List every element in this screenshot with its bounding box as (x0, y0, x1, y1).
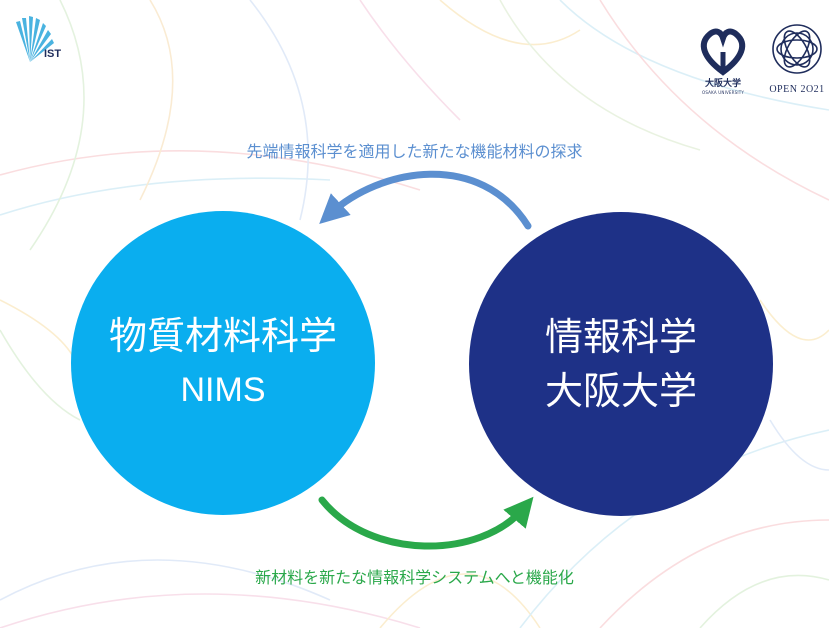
bottom-arrow (318, 496, 534, 550)
osaka-circle: 情報科学 大阪大学 (469, 212, 773, 516)
osaka-university-jp-text: 大阪大学 (704, 79, 741, 89)
top-caption: 先端情報科学を適用した新たな機能材料の探求 (246, 142, 583, 161)
open-2021-text: OPEN 2O21 (769, 84, 825, 95)
osaka-circle-subtitle: 大阪大学 (544, 369, 697, 413)
osaka-ginkgo-icon (700, 28, 746, 76)
nims-circle: 物質材料科学 NIMS (71, 211, 375, 515)
osaka-circle-title: 情報科学 (544, 315, 697, 359)
bottom-caption: 新材料を新たな情報科学システムへと機能化 (255, 568, 574, 587)
nims-circle-subtitle: NIMS (180, 371, 266, 409)
open-ring-icon (772, 24, 822, 74)
ist-logo-text: IST (44, 48, 62, 60)
osaka-university-en-text: OSAKA UNIVERSITY (701, 90, 744, 95)
top-arrow (319, 170, 532, 230)
ist-fan-icon (16, 16, 54, 62)
nims-circle-title: 物質材料科学 (108, 314, 337, 358)
